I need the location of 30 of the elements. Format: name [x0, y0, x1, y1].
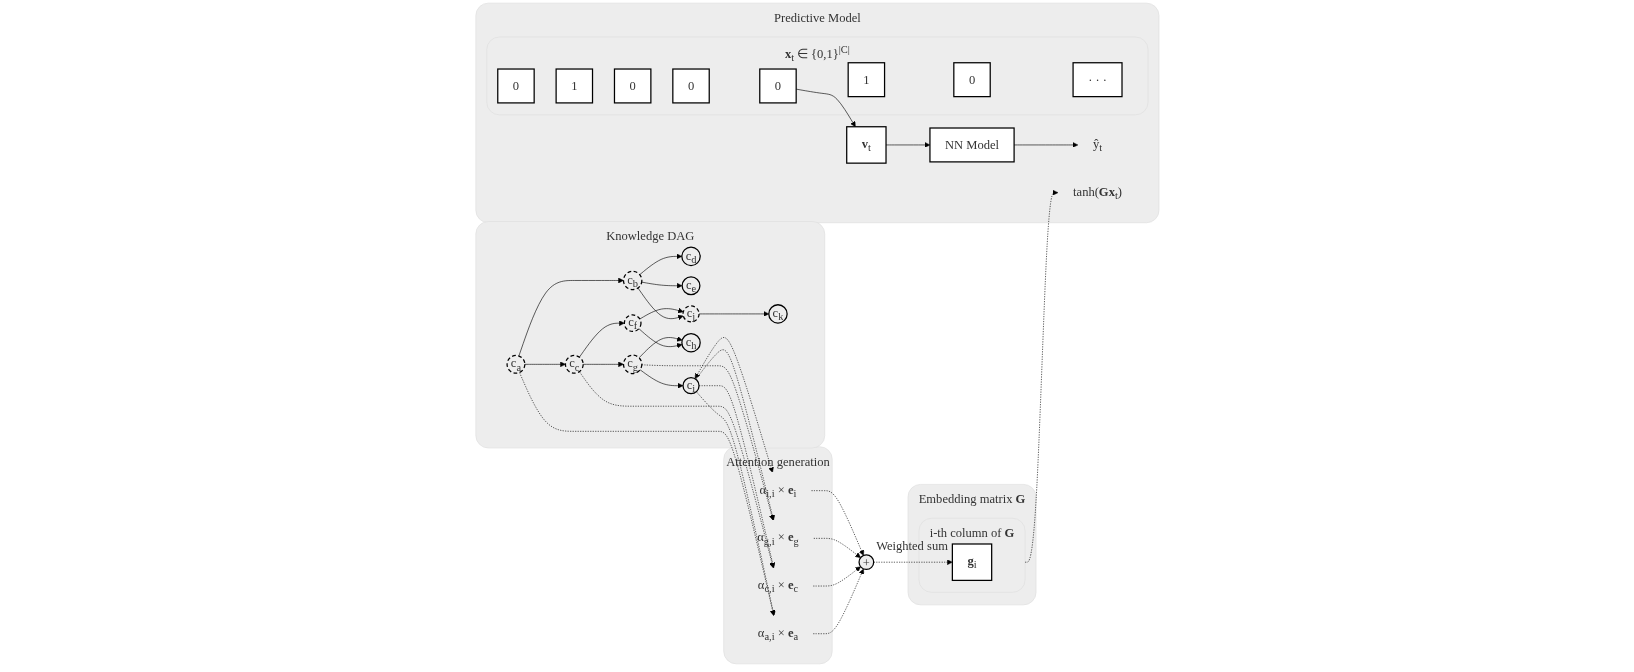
node-box: 1: [555, 68, 593, 104]
node-circle: c$_{j}$: [681, 305, 700, 323]
node-box: 0: [671, 68, 710, 104]
node-circle: c$_{f}$: [623, 314, 642, 333]
node-text: α$_{g,i}$ × e$_{g}$: [756, 530, 799, 548]
node-box: v$_{t}$: [845, 126, 887, 164]
node-box: 0: [613, 68, 652, 104]
node-circle: +: [858, 554, 874, 571]
node-circle: c$_{b}$: [622, 270, 643, 291]
node-caption: Weighted sum: [875, 539, 948, 554]
node-box: 1: [847, 62, 885, 98]
node-text: α$_{a,i}$ × e$_{a}$: [757, 625, 798, 643]
node-box: · · ·: [1072, 62, 1123, 98]
node-circle: c$_{e}$: [681, 276, 701, 296]
node-box: 0: [496, 68, 535, 104]
node-circle: c$_{a}$: [506, 354, 526, 374]
node-circle: c$_{k}$: [767, 304, 788, 324]
node-box: g$_{i}$: [951, 543, 992, 581]
node-circle: c$_{d}$: [680, 246, 701, 267]
node-circle: c$_{i}$: [681, 377, 700, 395]
node-circle: c$_{h}$: [680, 332, 701, 353]
node-text: ŷ$_{t}$: [1092, 136, 1102, 154]
node-box: NN Model: [928, 127, 1015, 163]
node-box: 0: [952, 62, 991, 98]
node-circle: c$_{c}$: [564, 354, 584, 374]
node-text: tanh(Gx$_{t}$): [1072, 184, 1122, 202]
node-text: α$_{c,i}$ × e$_{c}$: [757, 577, 798, 595]
node-box: 0: [758, 68, 797, 104]
node-text: α$_{i,i}$ × e$_{i}$: [759, 482, 796, 500]
node-circle: c$_{g}$: [622, 354, 643, 375]
